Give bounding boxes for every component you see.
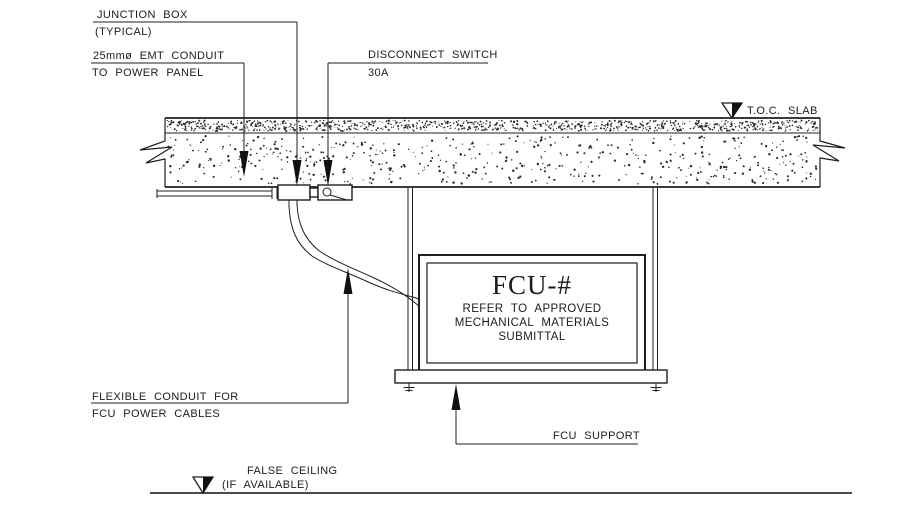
false-ceiling-label-line2: (IF AVAILABLE) (222, 479, 309, 491)
fcu-support-label: FCU SUPPORT (553, 430, 640, 442)
toc-slab-marker: T.O.C. SLAB (720, 102, 818, 120)
fcu-unit-box: FCU-# REFER TO APPROVED MECHANICAL MATER… (418, 254, 646, 372)
fcu-support-bar (394, 369, 668, 384)
emt-conduit-label-line2: TO POWER PANEL (92, 67, 204, 79)
junction-box-symbol (277, 184, 311, 201)
leader-arrowhead (239, 151, 249, 177)
junction-box-label-line1: JUNCTION BOX (97, 9, 188, 21)
leader-disconnect-switch: DISCONNECT SWITCH 30A (323, 49, 498, 186)
disconnect-switch-symbol (317, 184, 353, 201)
slab-concrete-speckle (167, 135, 818, 185)
break-line-left (139, 118, 173, 187)
leader-arrowhead (292, 160, 302, 186)
fcu-note-line3: SUBMITTAL (498, 331, 565, 343)
false-ceiling: FALSE CEILING (IF AVAILABLE) (150, 465, 852, 495)
leader-arrowhead (323, 160, 333, 186)
fcu-note-line1: REFER TO APPROVED (463, 303, 602, 315)
toc-slab-label: T.O.C. SLAB (747, 105, 818, 117)
leader-fcu-support: FCU SUPPORT (451, 384, 640, 445)
leader-junction-box: JUNCTION BOX (TYPICAL) (93, 9, 302, 186)
leader-emt-conduit: 25mmø EMT CONDUIT TO POWER PANEL (91, 50, 249, 177)
slab-topping-speckle (166, 119, 819, 133)
concrete-slab (139, 117, 846, 188)
support-bolt-right (650, 383, 662, 392)
box-switch-connector (309, 187, 319, 198)
hanger-rod-right (652, 188, 658, 370)
emt-conduit-run (156, 188, 278, 199)
leader-arrowhead (343, 268, 353, 294)
flexible-conduit-label-line2: FCU POWER CABLES (92, 408, 220, 420)
junction-box-label-line2: (TYPICAL) (95, 26, 152, 38)
leader-arrowhead (451, 384, 461, 410)
flexible-conduit-symbol (288, 200, 421, 308)
false-ceiling-label-line1: FALSE CEILING (247, 465, 338, 477)
disconnect-switch-label-line2: 30A (368, 67, 389, 79)
disconnect-switch-label-line1: DISCONNECT SWITCH (368, 49, 498, 61)
break-line-right (812, 118, 846, 187)
emt-conduit-label-line1: 25mmø EMT CONDUIT (93, 50, 224, 62)
leader-flexible-conduit: FLEXIBLE CONDUIT FOR FCU POWER CABLES (91, 268, 353, 420)
fcu-note-line2: MECHANICAL MATERIALS (455, 317, 610, 329)
hanger-rod-left (407, 188, 413, 370)
support-bolt-left (403, 383, 415, 392)
flexible-conduit-label-line1: FLEXIBLE CONDUIT FOR (92, 391, 239, 403)
fcu-tag-text: FCU-# (492, 270, 572, 300)
